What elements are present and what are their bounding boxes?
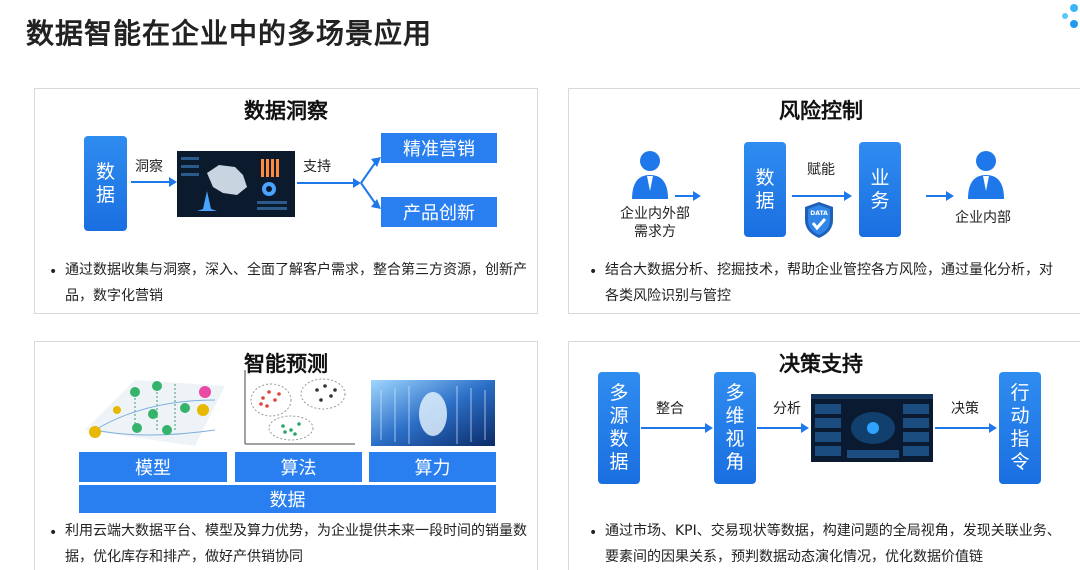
predict-tile-model: 模型 xyxy=(79,452,227,482)
predict-tile-algorithm: 算法 xyxy=(235,452,362,482)
risk-arrow-2 xyxy=(792,191,852,201)
risk-right-caption: 企业内部 xyxy=(955,207,1011,227)
decision-label-analyze: 分析 xyxy=(773,398,801,418)
svg-text:DATA: DATA xyxy=(810,210,828,217)
risk-business-box: 业务 xyxy=(859,142,901,237)
compute-server-image xyxy=(371,380,495,446)
panel-decision-support: 决策支持 多源数据 整合 多维视角 分析 决策 行动指令 • 通过市场、KPI、… xyxy=(568,341,1080,570)
predict-bullet-text: 利用云端大数据平台、模型及算力优势，为企业提供未来一段时间的销量数据，优化库存和… xyxy=(65,518,527,570)
insight-arrow2-label: 支持 xyxy=(303,156,331,176)
predict-base-data: 数据 xyxy=(79,485,496,513)
risk-arrow-label: 赋能 xyxy=(807,159,835,179)
dashboard-image xyxy=(177,151,295,217)
insight-bullet-dot: • xyxy=(49,264,57,280)
insight-output-marketing: 精准营销 xyxy=(381,133,497,163)
decision-label-integrate: 整合 xyxy=(656,398,684,418)
risk-left-caption: 企业内外部 需求方 xyxy=(615,205,695,241)
panel-title-risk: 风险控制 xyxy=(569,95,1073,125)
insight-output-innovation: 产品创新 xyxy=(381,197,497,227)
decision-box-multisource: 多源数据 xyxy=(598,372,640,484)
corner-dots-icon xyxy=(1058,2,1080,32)
decision-box-action: 行动指令 xyxy=(999,372,1041,484)
risk-arrow-1 xyxy=(675,191,701,201)
decision-arrow-1 xyxy=(641,423,713,433)
insight-arrow-1 xyxy=(131,177,177,187)
risk-data-box: 数据 xyxy=(744,142,786,237)
predict-bullet-dot: • xyxy=(49,525,57,541)
insight-data-box: 数据 xyxy=(84,136,127,231)
panel-smart-prediction: 智能预测 xyxy=(34,341,538,570)
risk-arrow-3 xyxy=(926,191,954,201)
decision-bullet-dot: • xyxy=(589,525,597,541)
person-icon xyxy=(630,149,670,199)
risk-bullet-text: 结合大数据分析、挖掘技术，帮助企业管控各方风险，通过量化分析，对各类风险识别与管… xyxy=(605,257,1065,309)
algorithm-scatter-image xyxy=(237,370,355,446)
decision-box-multiview: 多维视角 xyxy=(714,372,756,484)
decision-label-decide: 决策 xyxy=(951,398,979,418)
decision-arrow-2 xyxy=(757,423,809,433)
insight-arrow1-label: 洞察 xyxy=(135,156,163,176)
decision-bullet-text: 通过市场、KPI、交易现状等数据，构建问题的全局视角，发现关联业务、要素间的因果… xyxy=(605,518,1067,570)
insight-bullet-text: 通过数据收集与洞察，深入、全面了解客户需求，整合第三方资源，创新产品，数字化营销 xyxy=(65,257,527,309)
predict-tile-compute: 算力 xyxy=(369,452,496,482)
decision-arrow-3 xyxy=(935,423,997,433)
data-shield-icon: DATA xyxy=(805,202,833,238)
person-icon xyxy=(966,149,1006,199)
risk-bullet-dot: • xyxy=(589,264,597,280)
panel-title-decision: 决策支持 xyxy=(569,348,1073,378)
panel-risk-control: 风险控制 企业内外部 需求方 数据 赋能 DATA 业务 企业内部 • 结合大数 xyxy=(568,88,1080,314)
page-title: 数据智能在企业中的多场景应用 xyxy=(26,12,432,52)
panel-data-insight: 数据洞察 数据 洞察 支持 精准营销 产品创新 • 通过数据收集与洞察，深入、全… xyxy=(34,88,538,314)
model-network-image xyxy=(75,370,225,446)
panel-title-insight: 数据洞察 xyxy=(35,95,537,125)
decision-dashboard-image xyxy=(811,394,933,462)
